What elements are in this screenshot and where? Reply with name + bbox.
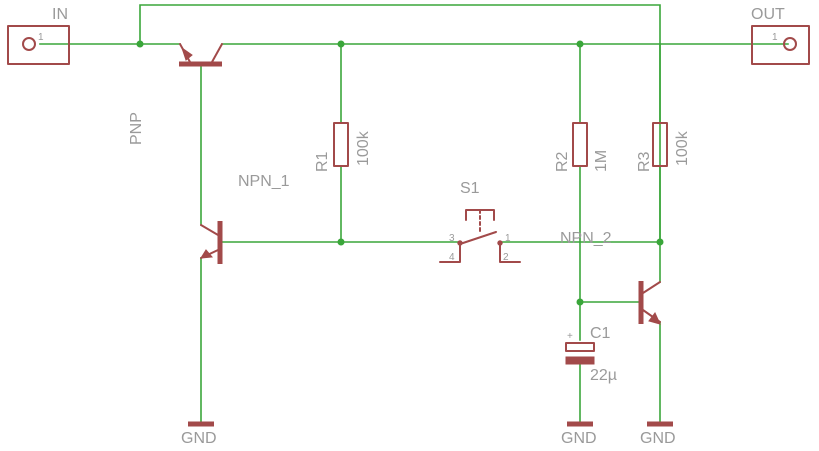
npn1-collector-leg — [200, 224, 219, 236]
s1-lever — [459, 231, 497, 245]
connector-pin-icon — [22, 37, 36, 51]
r3-value: 100k — [674, 130, 691, 166]
c1-name: C1 — [590, 325, 611, 342]
s1-contact-left — [439, 242, 461, 263]
ground-label: GND — [181, 430, 217, 447]
c1-polarity: + — [567, 331, 573, 342]
transistor-npn1[interactable]: NPN_1 — [200, 173, 290, 264]
resistor-r3[interactable]: R3 100k — [636, 122, 691, 172]
resistor-body — [572, 122, 588, 167]
c1-value: 22µ — [590, 367, 617, 384]
r1-value: 100k — [355, 130, 372, 166]
wires — [39, 4, 789, 423]
c1-plate-positive — [565, 342, 595, 352]
junction-dot — [136, 40, 144, 48]
connector-in-pin: 1 — [38, 32, 44, 43]
resistor-body — [652, 122, 668, 167]
ground-label: GND — [640, 430, 676, 447]
npn1-arrow-icon — [200, 249, 214, 259]
ground-label: GND — [561, 430, 597, 447]
pnp-label: PNP — [128, 112, 145, 145]
s1-pin-1: 1 — [505, 233, 511, 244]
resistor-body — [333, 122, 349, 167]
r2-value: 1M — [593, 150, 610, 172]
s1-contact-right — [499, 242, 521, 263]
resistor-r1[interactable]: R1 100k — [314, 122, 372, 172]
pnp-collector-leg — [211, 43, 223, 63]
r1-name: R1 — [314, 151, 331, 172]
connector-in[interactable]: 1 IN — [7, 6, 70, 65]
r3-name: R3 — [636, 151, 653, 172]
capacitor-c1[interactable]: + C1 22µ — [565, 325, 617, 384]
npn2-label: NPN_2 — [560, 230, 612, 247]
s1-pin-2: 2 — [503, 252, 509, 263]
ground-3[interactable]: GND — [640, 421, 676, 447]
s1-label: S1 — [460, 180, 480, 197]
junctions — [136, 40, 664, 306]
s1-pin-4: 4 — [449, 252, 455, 263]
connector-in-label: IN — [52, 6, 68, 23]
pnp-arrow-icon — [181, 46, 193, 61]
connector-out-label: OUT — [751, 6, 785, 23]
resistor-r2[interactable]: R2 1M — [554, 122, 610, 172]
npn2-arrow-icon — [648, 312, 661, 325]
ground-2[interactable]: GND — [561, 421, 597, 447]
connector-out[interactable]: 1 OUT — [751, 6, 810, 65]
connector-out-pin: 1 — [772, 32, 778, 43]
junction-dot — [337, 238, 345, 246]
npn1-label: NPN_1 — [238, 173, 290, 190]
junction-dot — [656, 238, 664, 246]
junction-dot — [576, 298, 584, 306]
switch-s1[interactable]: S1 3 1 4 2 — [439, 180, 521, 263]
s1-pin-3: 3 — [449, 233, 455, 244]
connector-pin-icon — [783, 37, 797, 51]
c1-plate-negative — [565, 356, 595, 365]
junction-dot — [337, 40, 345, 48]
r2-name: R2 — [554, 151, 571, 172]
junction-dot — [576, 40, 584, 48]
ground-1[interactable]: GND — [181, 421, 217, 447]
npn2-collector-leg — [642, 281, 661, 294]
transistor-pnp[interactable]: PNP — [128, 43, 223, 145]
transistor-npn2[interactable]: NPN_2 — [560, 230, 661, 325]
